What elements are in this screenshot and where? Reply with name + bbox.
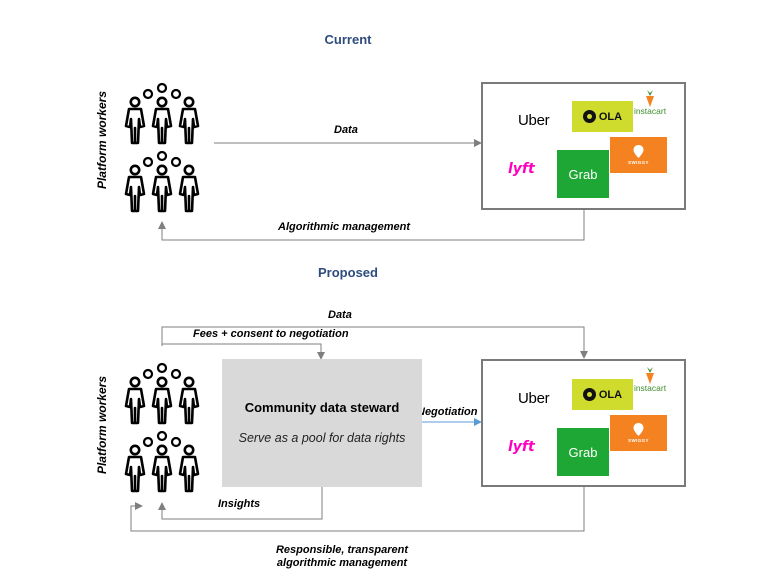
person-head-icon — [142, 156, 154, 168]
platforms-box-current: Uber OLA instacart lyft Grab SWIGGY — [481, 82, 686, 210]
proposed-insights-arrow — [158, 487, 323, 520]
lyft-logo: lyft — [508, 161, 535, 177]
current-data-label: Data — [334, 124, 358, 136]
steward-title: Community data steward — [244, 400, 400, 415]
person-head-icon — [142, 368, 154, 380]
ola-logo: OLA — [572, 379, 633, 410]
community-data-steward-box: Community data steward Serve as a pool f… — [222, 359, 422, 487]
instacart-logo: instacart — [625, 367, 675, 393]
grab-logo: Grab — [557, 428, 609, 476]
person-icon — [178, 164, 200, 213]
person-icon — [178, 96, 200, 145]
platforms-box-proposed: Uber OLA instacart lyft Grab SWIGGY — [481, 359, 686, 487]
person-icon — [151, 376, 173, 425]
proposed-feedback-arrow — [130, 487, 585, 532]
person-icon — [151, 444, 173, 493]
people-group-icon — [124, 362, 200, 493]
person-head-icon — [170, 436, 182, 448]
carrot-icon — [646, 90, 654, 107]
person-icon — [178, 444, 200, 493]
current-workers-label: Platform workers — [95, 90, 109, 190]
person-head-icon — [170, 88, 182, 100]
current-feedback-arrow — [158, 209, 585, 241]
person-head-icon — [142, 436, 154, 448]
swiggy-logo: SWIGGY — [610, 415, 667, 451]
negotiation-label: Negotiation — [417, 406, 478, 418]
person-head-icon — [142, 88, 154, 100]
location-pin-icon — [633, 145, 644, 158]
person-icon — [151, 96, 173, 145]
steward-subtitle: Serve as a pool for data rights — [238, 431, 406, 445]
uber-logo: Uber — [518, 390, 550, 407]
insights-label: Insights — [218, 498, 261, 510]
proposed-heading: Proposed — [318, 265, 378, 280]
proposed-fees-arrow — [161, 343, 325, 360]
person-icon — [124, 96, 146, 145]
location-pin-icon — [633, 423, 644, 436]
person-head-icon — [170, 156, 182, 168]
person-head-icon — [156, 362, 168, 374]
carrot-icon — [646, 367, 654, 384]
grab-logo: Grab — [557, 150, 609, 198]
person-head-icon — [156, 82, 168, 94]
uber-logo: Uber — [518, 112, 550, 129]
proposed-data-label: Data — [328, 309, 352, 321]
person-icon — [124, 444, 146, 493]
person-icon — [151, 164, 173, 213]
people-group-icon — [124, 82, 200, 213]
fees-label: Fees + consent to negotiation — [193, 328, 349, 340]
person-icon — [178, 376, 200, 425]
person-head-icon — [156, 430, 168, 442]
ola-logo: OLA — [572, 101, 633, 132]
swiggy-logo: SWIGGY — [610, 137, 667, 173]
person-head-icon — [156, 150, 168, 162]
current-heading: Current — [324, 32, 372, 47]
responsible-label-line1: Responsible, transparent — [275, 544, 409, 556]
current-feedback-label: Algorithmic management — [278, 221, 411, 233]
instacart-logo: instacart — [625, 90, 675, 116]
proposed-workers-label: Platform workers — [95, 375, 109, 475]
ola-circle-icon — [582, 388, 596, 401]
lyft-logo: lyft — [508, 439, 535, 455]
person-head-icon — [170, 368, 182, 380]
person-icon — [124, 164, 146, 213]
proposed-data-arrow — [161, 326, 588, 359]
ola-circle-icon — [582, 110, 596, 123]
person-icon — [124, 376, 146, 425]
responsible-label-line2: algorithmic management — [276, 557, 408, 569]
